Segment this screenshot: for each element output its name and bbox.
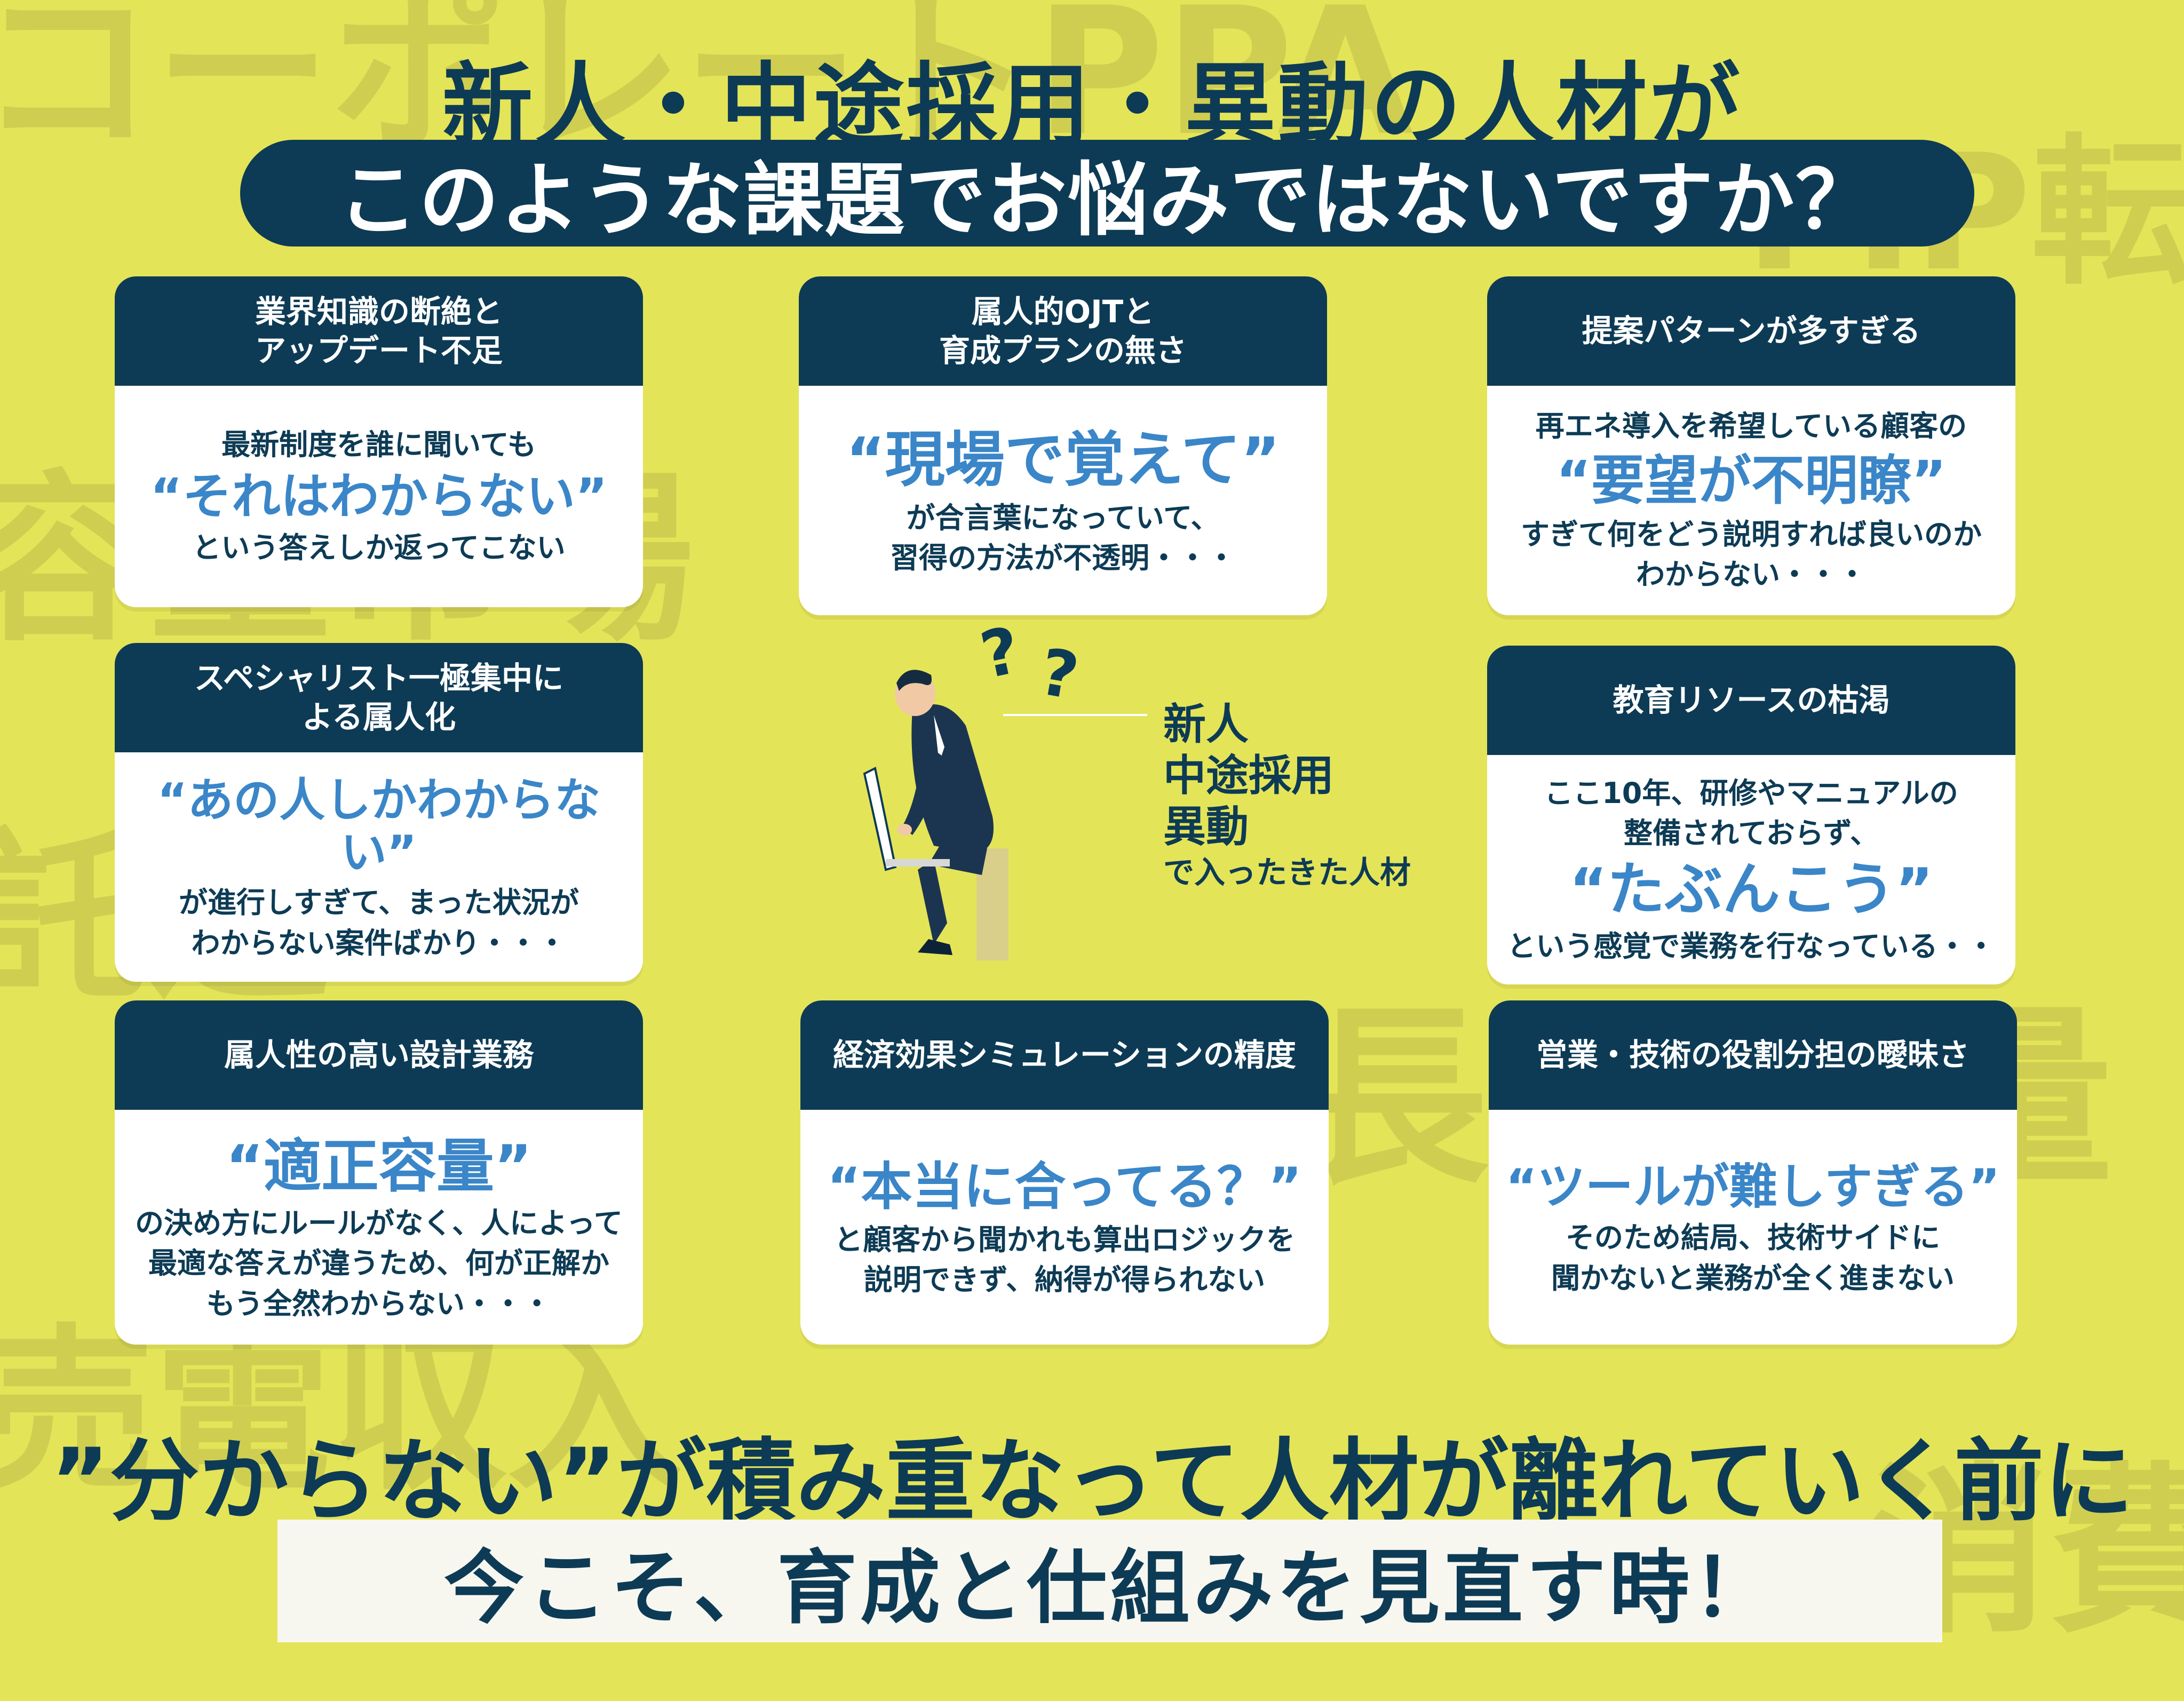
card-body: “あの人しかわからない” が進行しすぎて、まった状況が わからない案件ばかり・・… — [115, 752, 643, 982]
card-text: そのため結局、技術サイドに — [1566, 1221, 1940, 1255]
card-heading-line: よる属人化 — [301, 698, 456, 735]
card-heading: 属人的OJTと 育成プランの無さ — [799, 276, 1327, 386]
footer-cta: 今こそ、育成と仕組みを見直す時！ — [443, 1541, 1776, 1635]
card-quote: “それはわからない” — [150, 467, 608, 525]
card-text: という答えしか返ってこない — [192, 531, 566, 565]
card-heading: 属人性の高い設計業務 — [115, 1000, 643, 1110]
card-quote: “あの人しかわからない” — [157, 773, 601, 880]
card-text: わからない案件ばかり・・・ — [191, 926, 567, 960]
card-text: 再エネ導入を希望している顧客の — [1535, 409, 1967, 443]
card-text: 整備されておらず、 — [1624, 816, 1879, 850]
problem-card: 属人性の高い設計業務 “適正容量” の決め方にルールがなく、人によって 最適な答… — [115, 1000, 643, 1345]
card-quote: “要望が不明瞭” — [1556, 449, 1947, 512]
problem-card: 業界知識の断絶と アップデート不足 最新制度を誰に聞いても “それはわからない”… — [115, 276, 643, 607]
problem-card: スペシャリスト一極集中に よる属人化 “あの人しかわからない” が進行しすぎて、… — [115, 643, 643, 982]
card-quote: “現場で覚えて” — [846, 425, 1280, 495]
person-label-line: 異動 — [1163, 802, 1249, 852]
card-quote: “本当に合ってる？” — [827, 1157, 1302, 1217]
bg-word: コーポレートPPA — [0, 0, 1413, 174]
card-text: 説明できず、納得が得られない — [863, 1263, 1266, 1297]
card-text: もう全然わからない・・・ — [206, 1286, 552, 1321]
card-heading-line: アップデート不足 — [255, 332, 503, 369]
card-heading: スペシャリスト一極集中に よる属人化 — [115, 643, 643, 752]
card-text: の決め方にルールがなく、人によって — [135, 1206, 623, 1240]
page-subtitle: このような課題でお悩みではないですか？ — [338, 154, 1877, 247]
card-text: 最適な答えが違うため、何が正解か — [148, 1246, 609, 1281]
card-heading: 経済効果シミュレーションの精度 — [800, 1000, 1329, 1110]
person-label-line: 中途採用 — [1163, 751, 1334, 800]
card-heading-line: 経済効果シミュレーションの精度 — [833, 1037, 1296, 1074]
card-body: “適正容量” の決め方にルールがなく、人によって 最適な答えが違うため、何が正解… — [115, 1110, 643, 1345]
card-quote: “適正容量” — [226, 1133, 532, 1200]
card-heading-line: 属人性の高い設計業務 — [224, 1037, 534, 1074]
card-text: すぎて何をどう説明すれば良いのか — [1521, 517, 1982, 551]
card-heading: 提案パターンが多すぎる — [1487, 276, 2015, 386]
card-heading-line: 育成プランの無さ — [939, 332, 1187, 369]
footer-cta-box: 今こそ、育成と仕組みを見直す時！ — [277, 1520, 1942, 1642]
card-heading-line: 営業・技術の役割分担の曖昧さ — [1536, 1037, 1969, 1074]
card-text: ここ10年、研修やマニュアルの — [1544, 776, 1958, 810]
card-body: “本当に合ってる？” と顧客から聞かれも算出ロジックを 説明できず、納得が得られ… — [800, 1110, 1329, 1345]
problem-card: 経済効果シミュレーションの精度 “本当に合ってる？” と顧客から聞かれも算出ロジ… — [800, 1000, 1329, 1345]
card-heading-line: 教育リソースの枯渇 — [1613, 682, 1890, 719]
title-banner: このような課題でお悩みではないですか？ — [240, 140, 1974, 247]
problem-card: 提案パターンが多すぎる 再エネ導入を希望している顧客の “要望が不明瞭” すぎて… — [1487, 276, 2015, 615]
person-label: 新人 中途採用 異動 で入ったきた人材 — [1163, 699, 1411, 893]
confused-person-icon — [863, 670, 1008, 960]
card-text: と顧客から聞かれも算出ロジックを — [834, 1222, 1295, 1257]
card-text: わからない・・・ — [1636, 558, 1867, 592]
card-heading-line: 業界知識の断絶と — [255, 293, 503, 330]
card-quote: “たぶんこう” — [1569, 856, 1933, 923]
card-heading: 教育リソースの枯渇 — [1487, 646, 2015, 755]
card-text: 習得の方法が不透明・・・ — [890, 541, 1236, 575]
card-body: “現場で覚えて” が合言葉になっていて、 習得の方法が不透明・・・ — [799, 386, 1327, 615]
card-body: 最新制度を誰に聞いても “それはわからない” という答えしか返ってこない — [115, 386, 643, 607]
card-body: “ツールが難しすぎる” そのため結局、技術サイドに 聞かないと業務が全く進まない — [1489, 1110, 2017, 1345]
footer-message: ”分からない”が積み重なって人材が離れていく前に — [50, 1429, 2134, 1533]
problem-card: 教育リソースの枯渇 ここ10年、研修やマニュアルの 整備されておらず、 “たぶん… — [1487, 646, 2015, 984]
card-heading-line: 提案パターンが多すぎる — [1582, 313, 1921, 349]
card-body: 再エネ導入を希望している顧客の “要望が不明瞭” すぎて何をどう説明すれば良いの… — [1487, 386, 2015, 615]
card-text: が進行しすぎて、まった状況が — [178, 886, 579, 920]
callout-line — [1003, 714, 1147, 716]
card-quote: “ツールが難しすぎる” — [1505, 1158, 2000, 1215]
problem-card: 属人的OJTと 育成プランの無さ “現場で覚えて” が合言葉になっていて、 習得… — [799, 276, 1327, 615]
person-label-sub: で入ったきた人材 — [1163, 854, 1411, 891]
card-text: が合言葉になっていて、 — [906, 500, 1220, 535]
card-heading: 営業・技術の役割分担の曖昧さ — [1489, 1000, 2017, 1110]
card-body: ここ10年、研修やマニュアルの 整備されておらず、 “たぶんこう” という感覚で… — [1487, 755, 2015, 984]
card-heading-line: スペシャリスト一極集中に — [194, 660, 563, 696]
card-heading: 業界知識の断絶と アップデート不足 — [115, 276, 643, 386]
card-text: 聞かないと業務が全く進まない — [1551, 1261, 1955, 1295]
card-heading-line: 属人的OJTと — [971, 293, 1155, 330]
card-text: という感覚で業務を行なっている・・ — [1507, 929, 1996, 963]
bg-word: 売電収入 — [0, 1309, 683, 1514]
problem-card: 営業・技術の役割分担の曖昧さ “ツールが難しすぎる” そのため結局、技術サイドに… — [1489, 1000, 2017, 1345]
person-label-line: 新人 — [1163, 700, 1249, 749]
card-text: 最新制度を誰に聞いても — [221, 428, 536, 462]
